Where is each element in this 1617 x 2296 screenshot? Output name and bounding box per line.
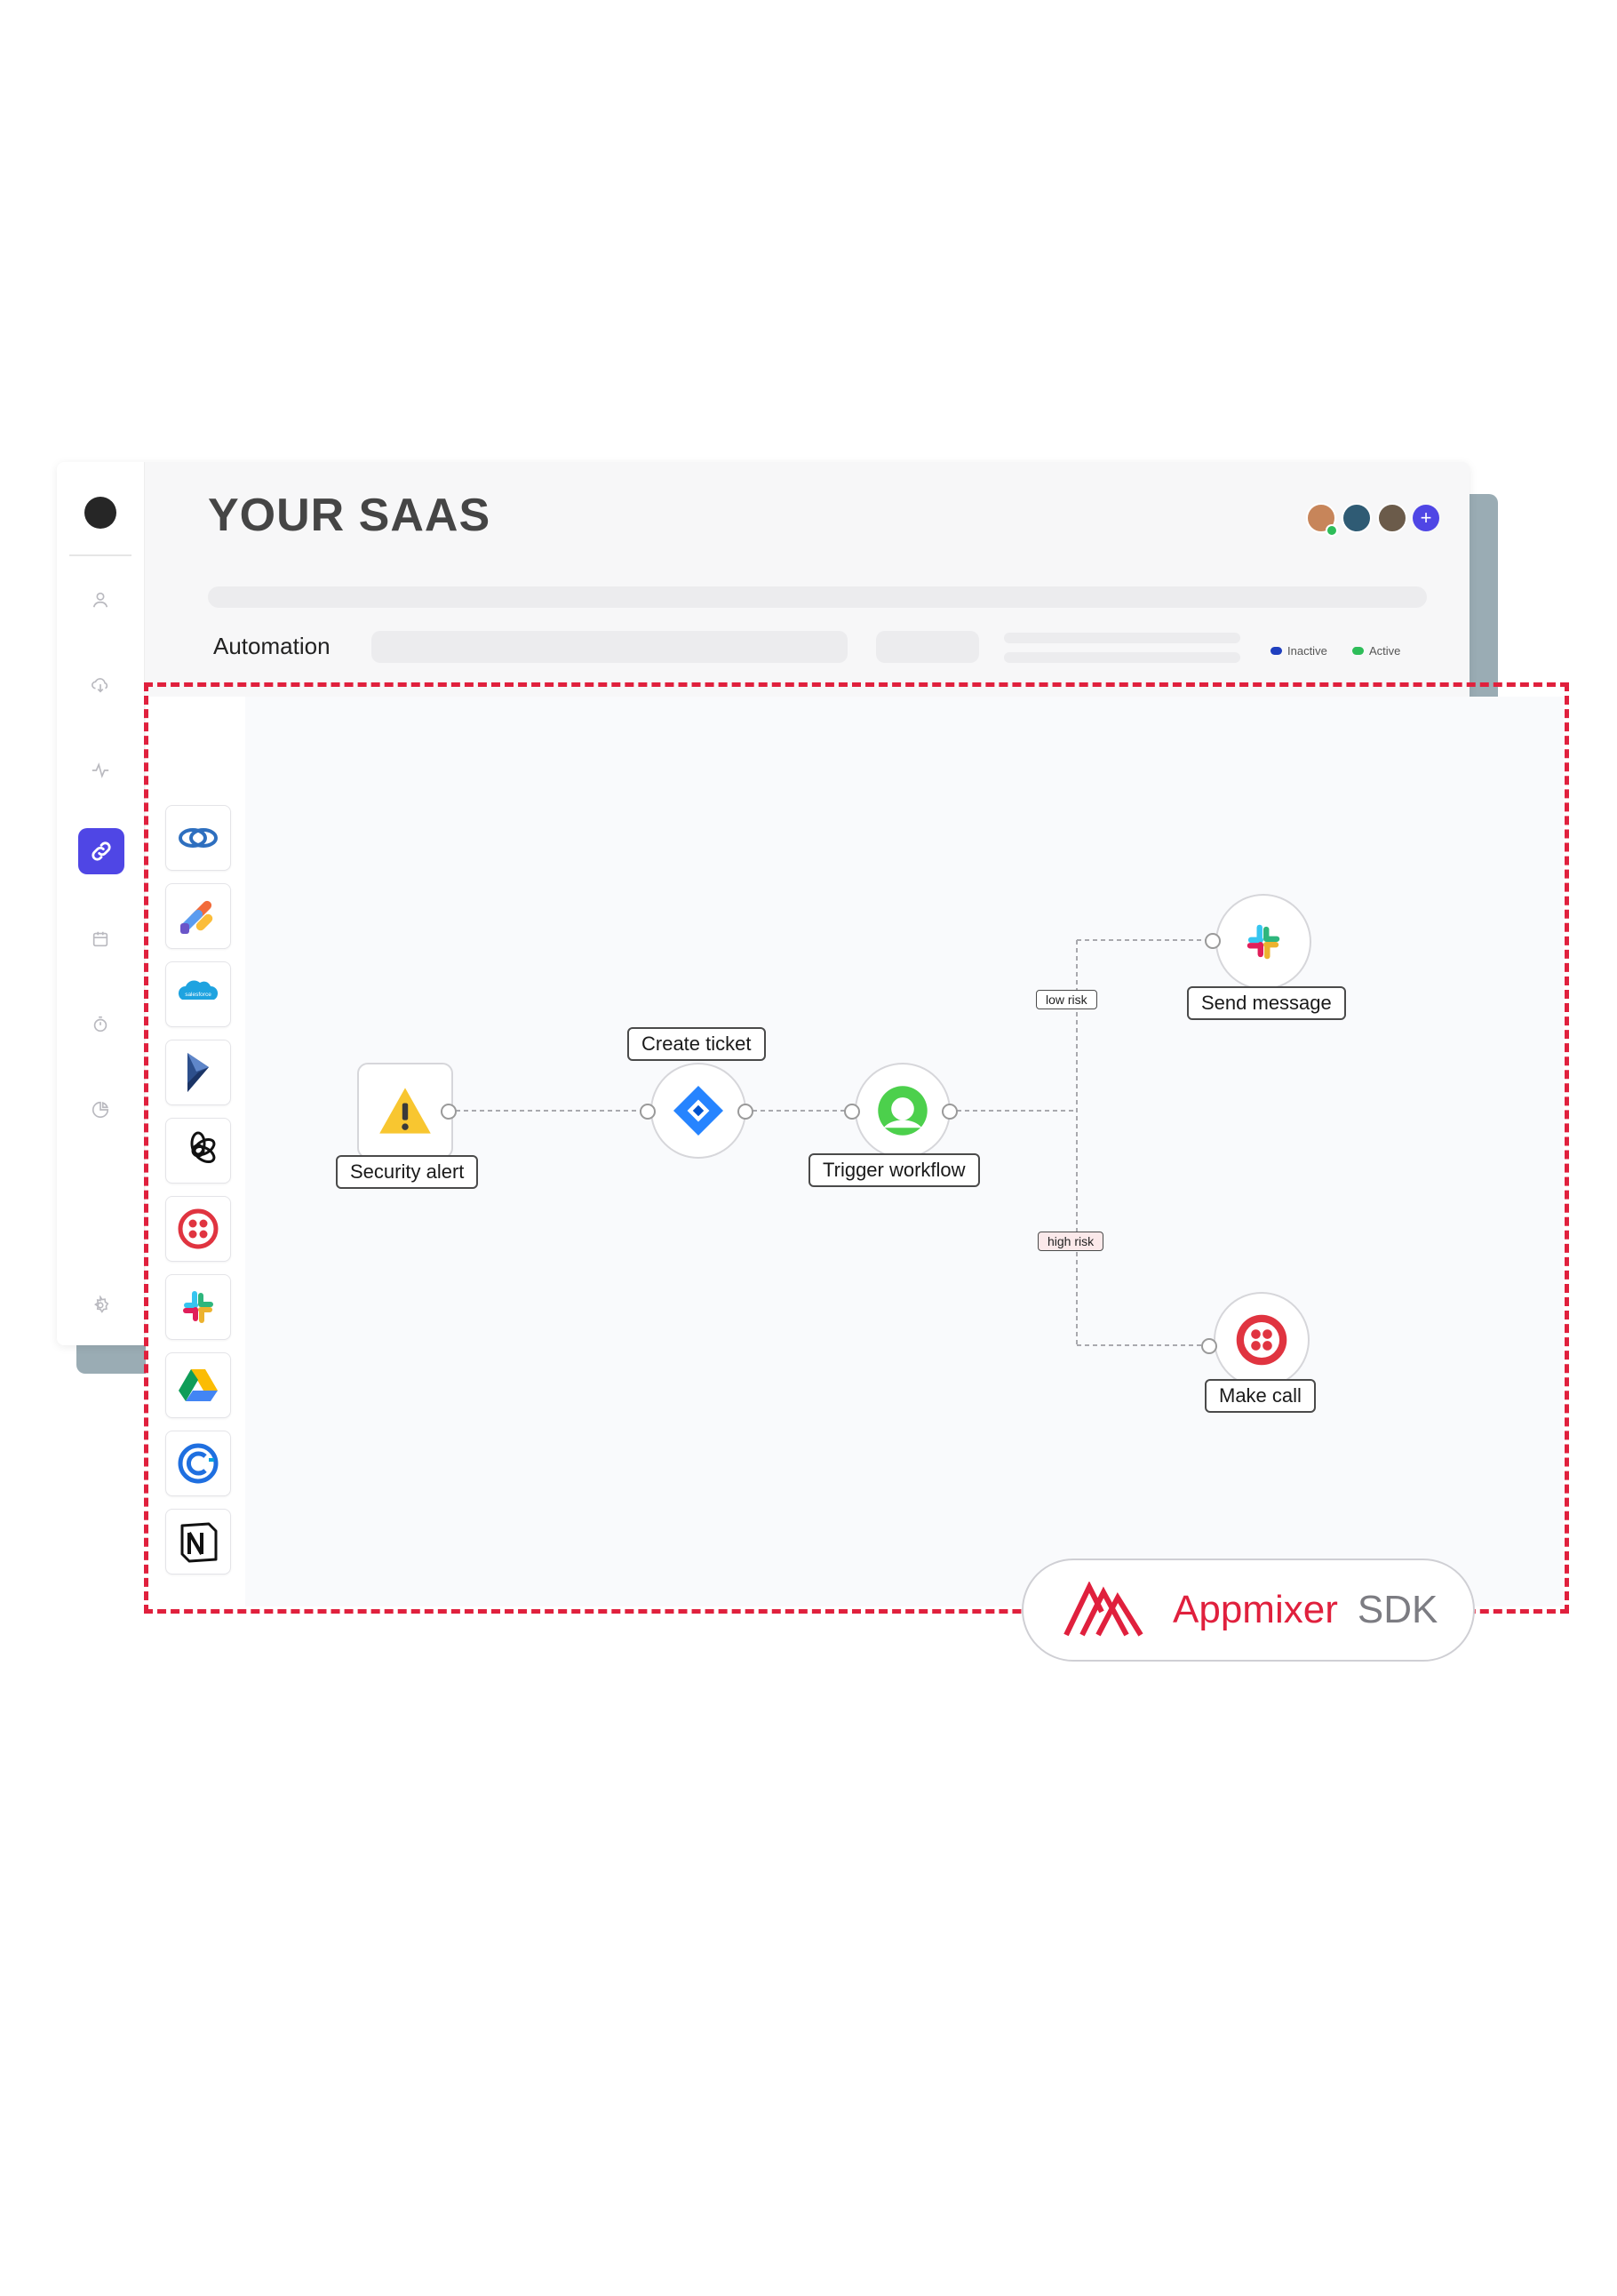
avatar[interactable]: [1306, 503, 1336, 533]
legend-active: Active: [1352, 644, 1400, 658]
salesforce-icon[interactable]: salesforce: [165, 961, 231, 1027]
input-port[interactable]: [1205, 933, 1221, 949]
button-placeholder: [876, 631, 979, 663]
salesforce-text: salesforce: [185, 992, 211, 998]
warning-icon: [379, 1088, 431, 1134]
page-title: YOUR SAAS: [208, 490, 491, 541]
branch-label-low: low risk: [1036, 990, 1097, 1009]
notion-icon[interactable]: [165, 1509, 231, 1575]
appmixer-logo-icon: [1063, 1582, 1143, 1637]
legend-label: Inactive: [1287, 644, 1327, 658]
twilio-icon[interactable]: [165, 1196, 231, 1262]
input-port[interactable]: [1201, 1338, 1217, 1354]
user-icon[interactable]: [91, 590, 110, 610]
node-label: Make call: [1205, 1379, 1316, 1413]
output-port[interactable]: [942, 1104, 958, 1120]
settings-icon[interactable]: [91, 1295, 110, 1315]
avatar[interactable]: [1377, 503, 1407, 533]
jira-service-icon[interactable]: [165, 883, 231, 949]
sdk-highlight-frame: [144, 682, 1569, 1614]
node-label: Create ticket: [627, 1027, 766, 1061]
online-indicator: [1326, 524, 1338, 537]
search-bar-placeholder: [208, 586, 1427, 608]
avatar-group: +: [1306, 503, 1439, 533]
node-label: Security alert: [336, 1155, 479, 1189]
google-drive-icon[interactable]: [165, 1352, 231, 1418]
appmixer-badge: Appmixer SDK: [1022, 1559, 1475, 1662]
input-port[interactable]: [640, 1104, 656, 1120]
section-title: Automation: [213, 633, 331, 659]
avatar[interactable]: [1342, 503, 1372, 533]
output-port[interactable]: [737, 1104, 753, 1120]
brand-suffix: SDK: [1357, 1588, 1438, 1631]
legend-dot: [1352, 647, 1364, 655]
trigger-workflow-node[interactable]: [855, 1063, 951, 1159]
add-user-button[interactable]: +: [1413, 505, 1439, 531]
slack-icon[interactable]: [165, 1274, 231, 1340]
zoho-icon[interactable]: [165, 805, 231, 871]
branch-label-high: high risk: [1038, 1232, 1104, 1251]
pie-chart-icon[interactable]: [91, 1100, 110, 1120]
timer-icon[interactable]: [91, 1015, 110, 1034]
sidebar: [57, 462, 144, 1345]
make-call-node[interactable]: [1214, 1292, 1310, 1388]
activity-icon[interactable]: [91, 761, 110, 780]
text-placeholder: [1004, 633, 1240, 643]
text-placeholder: [1004, 652, 1240, 663]
calendar-icon[interactable]: [91, 929, 110, 949]
calendly-icon[interactable]: [165, 1431, 231, 1496]
link-icon[interactable]: [78, 828, 124, 874]
slack-icon: [1247, 924, 1280, 960]
twilio-icon: [1236, 1314, 1287, 1366]
output-port[interactable]: [441, 1104, 457, 1120]
legend-inactive: Inactive: [1270, 644, 1327, 658]
legend-dot: [1270, 647, 1282, 655]
cloud-download-icon[interactable]: [91, 675, 110, 695]
node-label: Send message: [1187, 986, 1346, 1020]
input-port[interactable]: [844, 1104, 860, 1120]
filter-placeholder: [371, 631, 848, 663]
legend-label: Active: [1369, 644, 1401, 658]
dynamics-icon[interactable]: [165, 1040, 231, 1105]
sidebar-divider: [69, 554, 131, 556]
node-label: Trigger workflow: [808, 1153, 980, 1187]
jira-icon: [673, 1085, 724, 1136]
workflow-icon: [878, 1086, 928, 1136]
app-logo: [84, 497, 116, 529]
openai-icon[interactable]: [165, 1118, 231, 1184]
send-message-node[interactable]: [1215, 894, 1311, 990]
brand-name: Appmixer: [1173, 1588, 1338, 1631]
